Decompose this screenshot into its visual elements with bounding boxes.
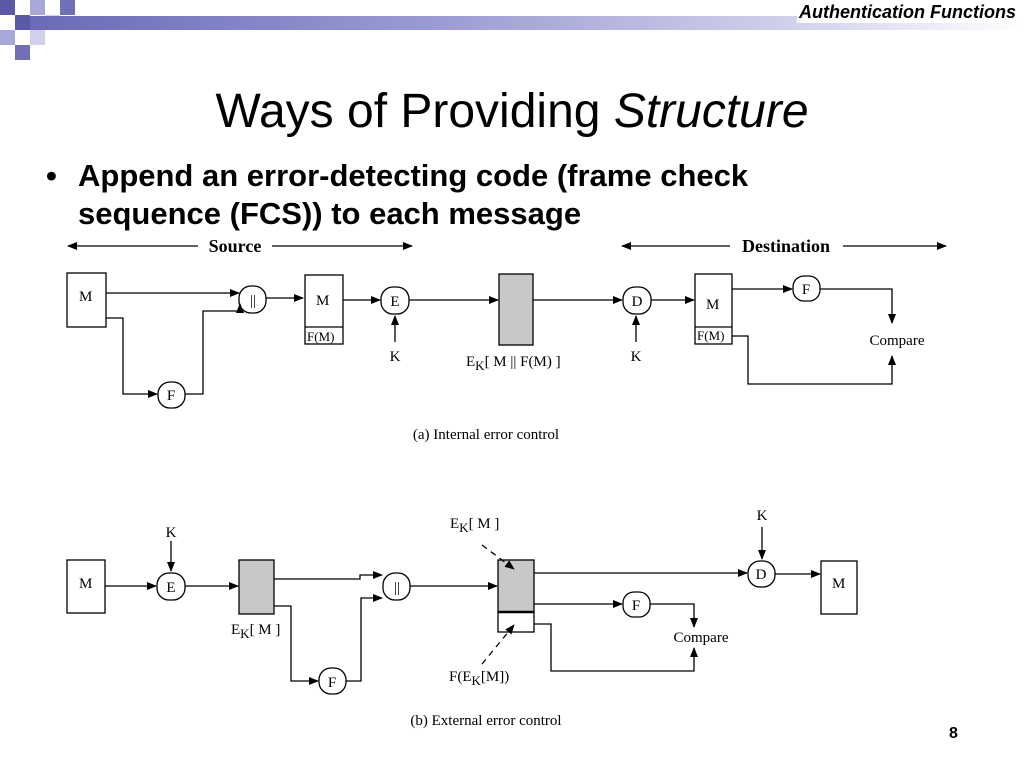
diagram-b-caption: (b) External error control: [410, 713, 561, 729]
diagram-a-d-label: D: [632, 294, 643, 310]
diagram-a-k-label-2: K: [631, 349, 642, 365]
diagram-a-compare-label: Compare: [870, 333, 925, 349]
destination-label: Destination: [742, 236, 830, 256]
diagram-b-ek-label: EK[ M ]: [231, 622, 280, 641]
diagram-a-concat-node: [238, 285, 267, 314]
diagram-b-dest-fcs-box: [497, 611, 535, 633]
diagram-b-k-label-1: K: [166, 525, 177, 541]
diagram-b-concat-label: ||: [394, 580, 400, 596]
diagram-b-dest-f-label: F: [632, 598, 640, 614]
diagram-b-dest-m-label: M: [832, 576, 845, 592]
diagram-a-ciphertext-box: [498, 273, 534, 346]
diagram-a-mfm-box: [304, 274, 344, 345]
title-emphasis: Structure: [613, 85, 809, 138]
diagram-b-dest-m-box: [820, 560, 858, 615]
diagram-a-dest-m-label: M: [706, 297, 719, 313]
diagram-b-dest-ciphertext-box: [497, 559, 535, 613]
diagram-a-concat-label: ||: [250, 293, 256, 309]
diagram-b-d-label: D: [756, 567, 767, 583]
diagram-a-dest-mfm-box: [694, 273, 733, 345]
bullet-dot: •: [46, 158, 57, 193]
diagram-b-compare-label: Compare: [674, 630, 729, 646]
diagram-a-box-fm-label: F(M): [307, 329, 334, 344]
diagram-b-ciphertext-box: [238, 559, 275, 615]
diagram-a-f-node: [157, 381, 186, 409]
diagram-a-dest-fm-label: F(M): [697, 328, 724, 343]
diagram-a-box-m-label: M: [316, 293, 329, 309]
source-label: Source: [209, 236, 262, 256]
diagram-b-e-label: E: [166, 580, 175, 596]
slide-title: Ways of Providing Structure: [0, 84, 1024, 139]
bullet-text: Append an error-detecting code (frame ch…: [78, 158, 749, 231]
diagram-b-k-label-2: K: [757, 508, 768, 524]
header-gradient-bar: [30, 16, 1024, 30]
diagram-a-k-label-1: K: [390, 349, 401, 365]
diagram-a-caption: (a) Internal error control: [413, 427, 559, 443]
diagram-b-f-label: F: [328, 675, 336, 691]
diagram-a-e-label: E: [390, 294, 399, 310]
diagram-a-f-label: F: [167, 388, 175, 404]
page-number: 8: [949, 725, 958, 742]
diagram-b-fek-label: F(EK[M]): [449, 669, 509, 688]
slide-header: Authentication Functions: [797, 2, 1018, 23]
diagram-a-dest-f-label: F: [802, 282, 810, 298]
diagram-a-ek-label: EK[ M || F(M) ]: [466, 354, 561, 373]
diagram-a-m-box: [66, 272, 107, 328]
title-main: Ways of Providing: [215, 85, 614, 138]
diagram-a-m-label: M: [79, 289, 92, 305]
bullet-point: • Append an error-detecting code (frame …: [46, 157, 866, 233]
diagram-b-ek-top-label: EK[ M ]: [450, 516, 499, 535]
diagram-b-m-label: M: [79, 576, 92, 592]
